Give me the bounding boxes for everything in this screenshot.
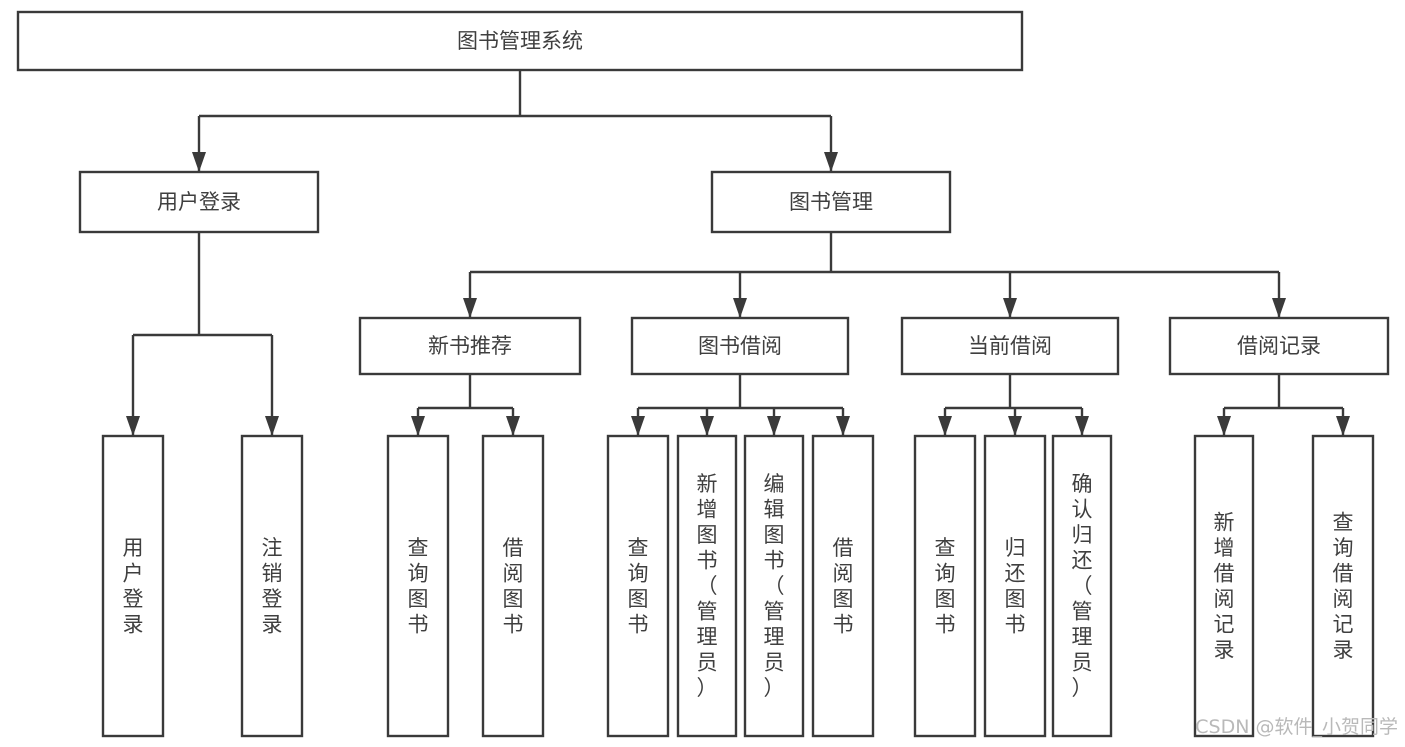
node-leaf-confirm-return-box[interactable]	[1051, 434, 1113, 738]
node-leaf-return-book-label: 归还图书	[1005, 536, 1026, 637]
arrow-head-icon	[463, 298, 477, 318]
node-leaf-user-login-label: 用户登录	[123, 536, 144, 637]
node-leaf-query-record[interactable]: 查询借阅记录	[1311, 434, 1375, 738]
node-leaf-edit-book[interactable]: 编辑图书（管理员）	[743, 434, 805, 738]
node-layer: 图书管理系统用户登录图书管理新书推荐图书借阅当前借阅借阅记录用户登录注销登录查询…	[16, 10, 1390, 738]
arrow-head-icon	[700, 416, 714, 436]
node-book-manage-box[interactable]	[710, 170, 952, 234]
node-leaf-user-login[interactable]: 用户登录	[101, 434, 165, 738]
node-current-borrow-box[interactable]	[900, 316, 1120, 376]
node-leaf-borrow-book-2-label: 借阅图书	[833, 536, 854, 637]
node-root-label: 图书管理系统	[457, 29, 583, 53]
node-root-box[interactable]	[16, 10, 1024, 72]
node-leaf-logout-box[interactable]	[240, 434, 304, 738]
node-leaf-add-record-label: 新增借阅记录	[1214, 510, 1235, 662]
node-leaf-logout-label: 注销登录	[262, 536, 283, 637]
arrow-head-icon	[126, 416, 140, 436]
csdn-watermark: CSDN @软件_小贺同学	[1195, 716, 1398, 738]
node-borrow-record[interactable]: 借阅记录	[1168, 316, 1390, 376]
node-leaf-confirm-return[interactable]: 确认归还（管理员）	[1051, 434, 1113, 738]
node-leaf-borrow-book-1[interactable]: 借阅图书	[481, 434, 545, 738]
node-book-borrow-box[interactable]	[630, 316, 850, 376]
node-new-book-recommend-box[interactable]	[358, 316, 582, 376]
node-leaf-return-book[interactable]: 归还图书	[983, 434, 1047, 738]
edges-from-borrow-record	[1217, 374, 1350, 436]
node-leaf-borrow-book-1-label: 借阅图书	[503, 536, 524, 637]
node-leaf-query-book-1-box[interactable]	[386, 434, 450, 738]
node-leaf-edit-book-box[interactable]	[743, 434, 805, 738]
edges-from-current-borrow	[938, 374, 1089, 436]
arrow-head-icon	[506, 416, 520, 436]
node-leaf-query-book-2-label: 查询图书	[628, 536, 649, 637]
arrow-head-icon	[733, 298, 747, 318]
node-new-book-recommend-label: 新书推荐	[428, 334, 512, 358]
arrow-head-icon	[265, 416, 279, 436]
node-leaf-query-book-3-box[interactable]	[913, 434, 977, 738]
arrow-head-icon	[411, 416, 425, 436]
edges-from-book-borrow	[631, 374, 850, 436]
edges-from-user-login	[126, 232, 279, 436]
node-new-book-recommend[interactable]: 新书推荐	[358, 316, 582, 376]
node-leaf-return-book-box[interactable]	[983, 434, 1047, 738]
node-leaf-query-book-2-box[interactable]	[606, 434, 670, 738]
node-leaf-query-book-3-label: 查询图书	[935, 536, 956, 637]
arrow-head-icon	[938, 416, 952, 436]
node-leaf-add-book-label: 新增图书（管理员）	[697, 472, 718, 700]
node-borrow-record-label: 借阅记录	[1237, 334, 1321, 358]
arrow-head-icon	[631, 416, 645, 436]
arrow-head-icon	[824, 152, 838, 172]
node-book-borrow[interactable]: 图书借阅	[630, 316, 850, 376]
node-leaf-add-record-box[interactable]	[1193, 434, 1255, 738]
node-current-borrow-label: 当前借阅	[968, 334, 1052, 358]
arrow-head-icon	[1272, 298, 1286, 318]
node-root[interactable]: 图书管理系统	[16, 10, 1024, 72]
node-leaf-user-login-box[interactable]	[101, 434, 165, 738]
node-book-manage-label: 图书管理	[789, 190, 873, 214]
edges-from-new-book-recommend	[411, 374, 520, 436]
node-leaf-confirm-return-label: 确认归还（管理员）	[1072, 472, 1093, 700]
arrow-head-icon	[1003, 298, 1017, 318]
arrow-head-icon	[1217, 416, 1231, 436]
node-book-manage[interactable]: 图书管理	[710, 170, 952, 234]
arrow-head-icon	[836, 416, 850, 436]
node-user-login-label: 用户登录	[157, 190, 241, 214]
arrow-head-icon	[1008, 416, 1022, 436]
node-leaf-query-book-3[interactable]: 查询图书	[913, 434, 977, 738]
node-borrow-record-box[interactable]	[1168, 316, 1390, 376]
node-user-login[interactable]: 用户登录	[78, 170, 320, 234]
node-leaf-query-record-label: 查询借阅记录	[1333, 510, 1354, 662]
arrow-head-icon	[767, 416, 781, 436]
arrow-head-icon	[192, 152, 206, 172]
edges-from-root	[192, 70, 838, 172]
edges-from-book-manage	[463, 232, 1286, 318]
node-leaf-logout[interactable]: 注销登录	[240, 434, 304, 738]
node-leaf-add-book-box[interactable]	[676, 434, 738, 738]
node-leaf-add-book[interactable]: 新增图书（管理员）	[676, 434, 738, 738]
node-leaf-add-record[interactable]: 新增借阅记录	[1193, 434, 1255, 738]
node-book-borrow-label: 图书借阅	[698, 334, 782, 358]
node-user-login-box[interactable]	[78, 170, 320, 234]
node-leaf-query-record-box[interactable]	[1311, 434, 1375, 738]
node-leaf-edit-book-label: 编辑图书（管理员）	[764, 472, 785, 700]
arrow-head-icon	[1075, 416, 1089, 436]
node-leaf-borrow-book-2-box[interactable]	[811, 434, 875, 738]
arrow-head-icon	[1336, 416, 1350, 436]
node-leaf-query-book-1-label: 查询图书	[408, 536, 429, 637]
node-leaf-query-book-2[interactable]: 查询图书	[606, 434, 670, 738]
connector-layer	[126, 70, 1350, 436]
node-leaf-borrow-book-2[interactable]: 借阅图书	[811, 434, 875, 738]
node-leaf-query-book-1[interactable]: 查询图书	[386, 434, 450, 738]
node-leaf-borrow-book-1-box[interactable]	[481, 434, 545, 738]
node-current-borrow[interactable]: 当前借阅	[900, 316, 1120, 376]
